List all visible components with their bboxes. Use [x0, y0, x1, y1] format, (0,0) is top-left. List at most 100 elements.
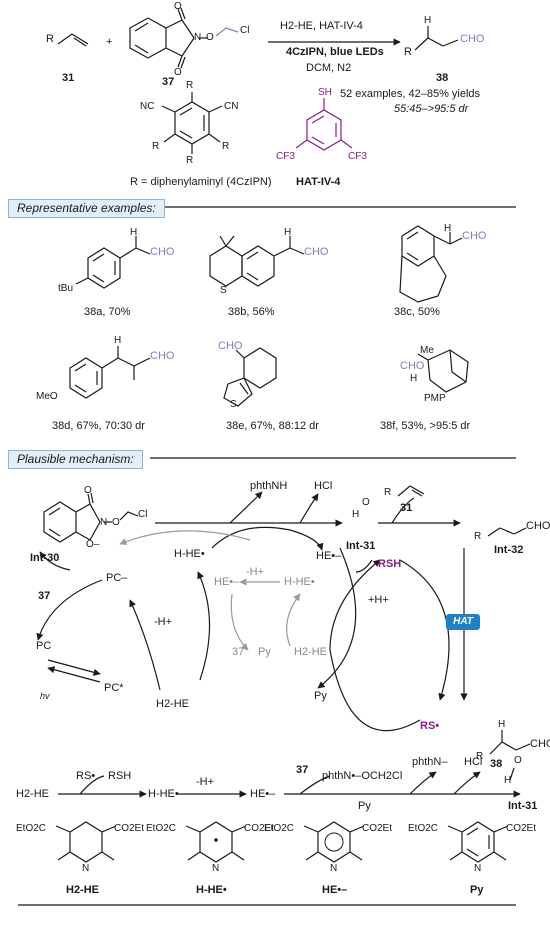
mech-hv: hv: [40, 691, 50, 701]
int30-n: N: [100, 517, 108, 528]
r-sub-left: R: [152, 141, 160, 152]
example-label-38e: 38e, 67%, 88:12 dr: [226, 420, 319, 432]
h-38a: H: [130, 227, 138, 238]
mech-phthnh: phthNH: [250, 480, 288, 492]
arrow-grey-he-py: [230, 593, 249, 651]
arc-rsh-rs: [399, 559, 450, 701]
h-38b: H: [284, 227, 292, 238]
mech-pc-minus: PC–: [106, 572, 128, 584]
h-38d: H: [114, 335, 122, 346]
example-label-38b: 38b, 56%: [228, 306, 275, 318]
example-label-38f: 38f, 53%, >95:5 dr: [380, 420, 471, 432]
anion-circle: [324, 832, 344, 852]
h-38: H: [424, 15, 432, 26]
product-38-structure: [414, 26, 459, 51]
bot-37: 37: [296, 764, 309, 776]
bot-rsh: RSH: [108, 770, 132, 782]
h-38f: H: [410, 373, 418, 384]
r-definition: R = diphenylaminyl (4CzIPN): [130, 176, 272, 188]
label-37: 37: [162, 76, 175, 88]
ch2cl-link: [215, 27, 239, 37]
meo-38d: MeO: [36, 391, 58, 402]
cho-int32: CHO: [526, 520, 550, 532]
ester-right-4: CO2Et: [506, 823, 537, 834]
example-38e-structure: [223, 347, 277, 407]
bot-int31-o: O: [514, 755, 522, 766]
reagents: H2-HE, HAT-IV-4: [280, 20, 363, 32]
r-sub-top: R: [186, 80, 194, 91]
arc-plus-h: [355, 559, 373, 573]
hat-iv-4-structure: [295, 98, 353, 151]
mech-minus-h: -H+: [154, 616, 173, 628]
cn-left: NC: [140, 101, 155, 112]
mech-grey-py: Py: [258, 646, 271, 658]
bot-phthn-minus: phthN–: [412, 756, 448, 768]
ester-right-3: CO2Et: [362, 823, 393, 834]
label-38-mech: 38: [490, 758, 503, 770]
label-38: 38: [436, 72, 449, 84]
mech-grey-h2he: H2-HE: [294, 646, 328, 658]
h-38-mech: H: [498, 719, 506, 730]
hat-name: HAT-IV-4: [296, 176, 341, 188]
example-38b-structure: [209, 235, 305, 287]
int32-label: Int-32: [494, 544, 524, 556]
bot-phth-intermediate: phthN•–OCH2Cl: [322, 770, 403, 782]
mech-rs-rad: RS•: [420, 720, 440, 732]
arrow-grey-int30: [119, 530, 251, 545]
arc-bot-hcl: [453, 771, 481, 795]
arc-bot-37: [299, 775, 331, 795]
r-sub-bottom: R: [186, 155, 194, 166]
4czipn-structure: [161, 92, 223, 154]
h2he-structure: [55, 821, 117, 863]
ester-left-4: EtO2C: [408, 823, 439, 834]
arc-37-int30: [39, 551, 71, 571]
tbu-38a: tBu: [58, 283, 74, 294]
radical-dot: [214, 838, 218, 842]
struct-label-h2he: H2-HE: [66, 884, 100, 896]
bot-hhe-rad: H-HE•: [148, 788, 179, 800]
label-31-mech: 31: [400, 502, 413, 514]
cho-38b: CHO: [304, 246, 329, 258]
arc-he-to-py: [317, 547, 357, 689]
arc-hhe-to-he: [211, 526, 324, 551]
alkene-31-add: [391, 497, 415, 524]
arc-pc-minus-pc: [36, 579, 103, 641]
ester-right-1: CO2Et: [114, 823, 145, 834]
alkene-31-structure: [57, 33, 89, 47]
int-30-structure: [43, 492, 139, 543]
s-38e: S: [230, 399, 237, 410]
mech-hcl: HCl: [314, 480, 333, 492]
example-38a-structure: [75, 236, 151, 289]
me-38f: Me: [420, 345, 434, 356]
int30-label: Int-30: [30, 552, 60, 564]
s-38b: S: [220, 285, 227, 296]
mech-rsh: RSH: [378, 558, 402, 570]
catalyst: 4CzIPN, blue LEDs: [286, 46, 384, 58]
mech-py: Py: [314, 690, 327, 702]
r-sub-right: R: [222, 141, 230, 152]
mech-37-left: 37: [38, 590, 51, 602]
cho-38c: CHO: [462, 230, 487, 242]
plus-sign: +: [106, 36, 113, 48]
arc-h2he-hhe: [197, 571, 211, 681]
pmp-38f: PMP: [424, 393, 446, 404]
ester-left-3: EtO2C: [264, 823, 295, 834]
phthalimide-37-structure: [129, 7, 208, 69]
imide-n: N: [194, 32, 202, 43]
n-4: N: [474, 863, 482, 874]
mech-grey-hhe: H-HE•: [284, 576, 315, 588]
struct-label-he: HE•–: [322, 884, 348, 896]
arrow-pc-pcstar-2: [47, 666, 101, 683]
r-38-mech: R: [476, 751, 484, 762]
cho-38a: CHO: [150, 246, 175, 258]
example-label-38a: 38a, 70%: [84, 306, 131, 318]
nh-2: N: [212, 863, 220, 874]
ester-right-2: CO2Et: [244, 823, 275, 834]
bot-minus-h: -H+: [196, 776, 215, 788]
carbonyl-o-bottom: O: [174, 67, 182, 78]
bot-py: Py: [358, 800, 371, 812]
int31-label: Int-31: [346, 540, 376, 552]
scope-text: 52 examples, 42–85% yields: [340, 88, 481, 100]
bot-hcl: HCl: [464, 756, 483, 768]
